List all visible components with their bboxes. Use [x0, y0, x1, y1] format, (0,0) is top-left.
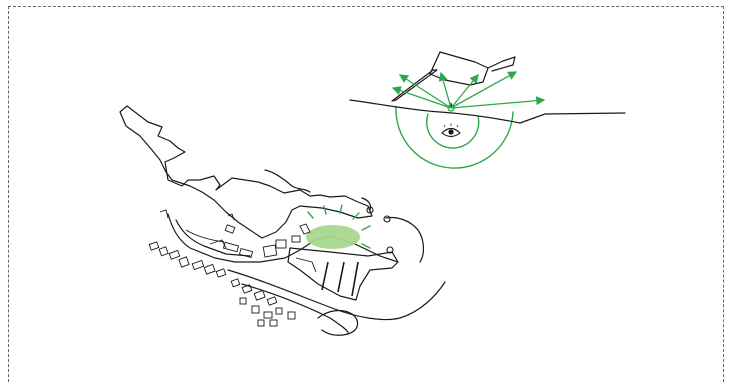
coastline-outline — [120, 106, 372, 238]
site-details — [160, 210, 316, 272]
viewpoint-inset — [350, 52, 625, 168]
building-pillar — [392, 70, 437, 101]
harbour-basin-inner — [176, 220, 250, 256]
highlight-zone — [306, 225, 360, 249]
pier-right-end — [384, 216, 390, 222]
arrow-right-low — [451, 100, 544, 108]
breakwater-hook — [265, 170, 310, 192]
ground-profile — [350, 100, 625, 123]
eye-icon — [442, 124, 460, 137]
building-outline — [430, 52, 488, 85]
arrow-left-low — [393, 88, 451, 108]
quay-edge — [288, 248, 398, 300]
pier-right — [386, 218, 424, 263]
site-plan — [120, 106, 445, 335]
arrow-up-right — [451, 75, 478, 108]
building-extension — [488, 57, 515, 71]
town-buildings — [149, 225, 300, 326]
slipways — [322, 262, 358, 296]
harbour-basin — [168, 214, 398, 262]
view-arc-outer — [396, 107, 513, 168]
sightline-arrows — [393, 72, 544, 108]
